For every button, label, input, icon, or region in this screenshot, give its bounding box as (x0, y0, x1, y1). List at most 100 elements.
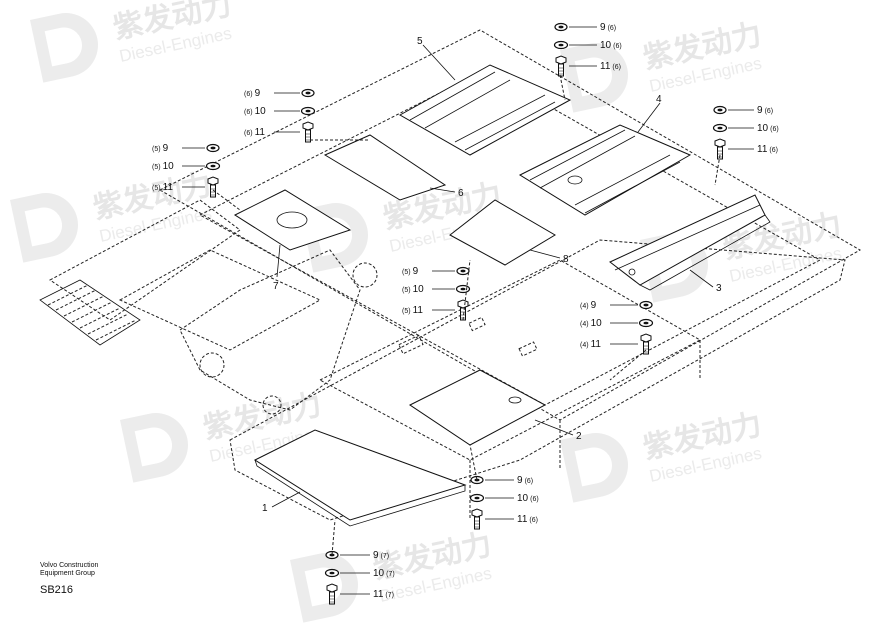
watermark-layer: 紫发动力 Diesel-Engines 紫发动力 Diesel-Engines … (10, 0, 845, 623)
bolt-head-icon (302, 121, 314, 131)
watermark-logo-icon (120, 413, 188, 483)
fastener-label-item-9: (4)9 (580, 300, 597, 311)
frame-slot (468, 316, 486, 332)
watermark-logo-icon (30, 13, 98, 83)
grill-pattern (47, 284, 137, 341)
callout-leader-6 (429, 187, 456, 193)
flat-washer-hole-icon (329, 571, 335, 575)
cover-plate-7-hole (276, 211, 308, 229)
watermark-logo-icon (290, 553, 358, 623)
fastener-label-item-11: 11(7) (373, 589, 394, 600)
footer-org-line2: Equipment Group (40, 570, 95, 577)
callouts: 1 2 3 4 5 6 7 8 (262, 36, 722, 514)
flat-washer-hole-icon (460, 287, 466, 291)
fastener-label-item-10: (4)10 (580, 318, 602, 329)
cover-plate-7 (233, 189, 352, 251)
callout-leader-3 (689, 269, 714, 288)
cover-plate-5 (398, 64, 572, 156)
lock-washer-hole-icon (210, 146, 216, 150)
callout-1: 1 (262, 503, 268, 514)
frame-slot (398, 334, 424, 355)
cover-plate-2 (409, 369, 547, 446)
part-4-cover-plate (518, 124, 692, 216)
bolt-head-icon (714, 138, 726, 148)
bolt-shank-icon (717, 146, 723, 160)
leader-line (212, 189, 241, 211)
pivot-hole (352, 262, 378, 288)
bolt-head-icon (207, 176, 219, 186)
fastener-group-left: (5)9(5)10(5)11 (152, 143, 221, 198)
fastener-label-item-10: 10(6) (757, 123, 779, 134)
bolt-shank-icon (643, 341, 649, 355)
fastener-group-top-right: 9(6)10(6)11(6) (712, 105, 779, 160)
fastener-label-item-11: (4)11 (580, 339, 601, 350)
leader-line (469, 444, 478, 481)
fastener-label-item-10: (5)10 (402, 284, 424, 295)
fastener-label-item-11: (5)11 (152, 182, 173, 193)
leader-lines (212, 74, 721, 556)
fastener-group-top-center: 9(6)10(6)11(6) (553, 22, 622, 77)
frame-rail-left (49, 199, 241, 321)
cover-plate-4 (518, 124, 692, 216)
lock-washer-hole-icon (460, 269, 466, 273)
channel-3-lip (614, 204, 771, 291)
frame-outline-inner (198, 69, 822, 406)
fastener-group-upper-left: (6)9(6)10(6)11 (244, 88, 316, 143)
callout-3: 3 (716, 283, 722, 294)
frame-structure (49, 29, 862, 521)
bolt-head-icon (471, 508, 483, 518)
bolt-shank-icon (305, 129, 311, 143)
flat-washer-hole-icon (305, 109, 311, 113)
bolt-thread-icon (305, 133, 311, 141)
frame-boom-mount (179, 249, 361, 411)
leader-line (609, 349, 647, 381)
cover-plate-4-rib (529, 129, 681, 214)
bolt-shank-icon (474, 516, 480, 530)
bolt-shank-icon (210, 184, 216, 198)
leader-line (331, 519, 336, 556)
fastener-label-item-10: (5)10 (152, 161, 174, 172)
bolt-head-icon (640, 333, 652, 343)
part-8-cover-plate (449, 199, 556, 266)
lock-washer-hole-icon (643, 303, 649, 307)
watermark-tile: 紫发动力 Diesel-Engines (30, 0, 235, 83)
bolt-head-icon (457, 299, 469, 309)
cover-plate-8 (449, 199, 556, 266)
bolt-head-icon (326, 583, 338, 593)
flat-washer-hole-icon (717, 126, 723, 130)
grill (39, 279, 141, 346)
fastener-group-bottom-right: 9(6)10(6)11(6) (469, 475, 539, 530)
lock-washer-hole-icon (558, 25, 564, 29)
fastener-group-right: (4)9 (4)10 (4)11 (580, 300, 654, 355)
flat-washer-hole-icon (210, 164, 216, 168)
callout-leader-1 (271, 491, 301, 508)
bolt-shank-icon (558, 63, 564, 77)
frame-edge (469, 340, 701, 520)
part-2-cover-plate (409, 369, 547, 446)
leader-line (462, 259, 471, 321)
bolt-thread-icon (210, 188, 216, 196)
part-5-cover-plate (398, 64, 572, 156)
frame-outline (158, 29, 862, 421)
callout-leader-7 (276, 244, 281, 278)
cover-plate-4-hole (567, 175, 583, 185)
frame-rail-front (229, 239, 846, 521)
callout-7: 7 (273, 281, 279, 292)
cover-plate-5-rib (409, 71, 556, 151)
bolt-thread-icon (474, 520, 480, 528)
lock-washer-hole-icon (305, 91, 311, 95)
fastener-group-center: (5)9(5)10(5)11 (402, 266, 471, 321)
fastener-label-item-11: 11(6) (757, 144, 778, 155)
fastener-label-item-9: (6)9 (244, 88, 261, 99)
watermark-logo-icon (10, 193, 78, 263)
leader-line (714, 154, 721, 186)
callout-4: 4 (656, 94, 662, 105)
callout-leader-4 (637, 102, 661, 133)
fastener-label-item-10: (6)10 (244, 106, 266, 117)
leader-line (559, 74, 566, 101)
part-1-cover-plate (253, 429, 467, 527)
footer-org-line1: Volvo Construction (40, 562, 99, 569)
fastener-label-item-10: 10(7) (373, 568, 395, 579)
watermark-tile: 紫发动力 Diesel-Engines (560, 18, 765, 113)
